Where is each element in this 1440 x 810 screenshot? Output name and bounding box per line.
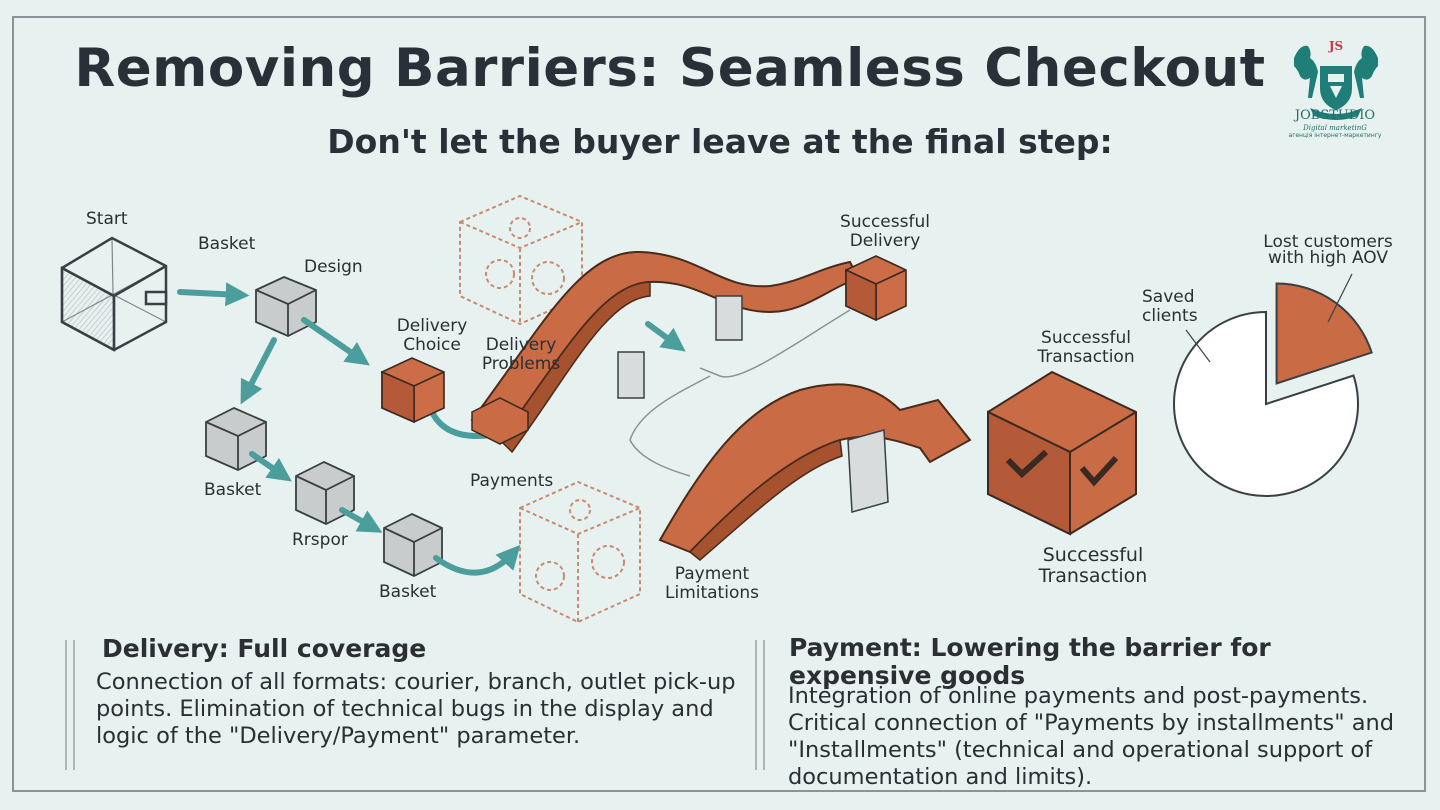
payment-section-bracket	[755, 640, 765, 770]
label-payments: Payments	[470, 471, 554, 491]
payment-body: Integration of online payments and post-…	[788, 683, 1395, 790]
delivery-heading: Delivery: Full coverage	[102, 634, 427, 663]
label-basket-bottom: Basket	[379, 582, 437, 602]
label-saved-clients: Saved clients	[1142, 287, 1198, 326]
label-delivery-choice: Delivery Choice	[396, 316, 468, 355]
logo-name: JOBSTUDIO	[1294, 108, 1376, 123]
pie-slice-lost-customers	[1275, 282, 1373, 385]
successful-delivery-cube	[845, 255, 907, 322]
label-successful-transaction-top: Successful Transaction	[1037, 328, 1135, 367]
label-basket-top: Basket	[198, 234, 256, 254]
monogram: JS	[1328, 39, 1343, 53]
label-basket-mid: Basket	[204, 480, 262, 500]
basket-top-cube	[255, 276, 317, 337]
saved-clients-leader	[1185, 329, 1211, 363]
label-rrspor: Rrspor	[292, 530, 348, 550]
gear-cube-payments	[519, 480, 641, 624]
delivery-bridge	[470, 250, 860, 454]
delivery-body: Connection of all formats: courier, bran…	[96, 669, 736, 749]
label-lost-customers: Lost customers with high AOV	[1263, 232, 1393, 268]
jobstudio-logo: JS	[1294, 39, 1378, 120]
horse-left-icon	[1294, 45, 1318, 98]
label-design: Design	[304, 257, 363, 277]
pie-slice-saved-clients	[1173, 310, 1359, 497]
slide-title: Removing Barriers: Seamless Checkout	[74, 38, 1266, 99]
label-delivery-problems: Delivery Problems	[481, 335, 561, 374]
flow-arrows	[177, 282, 686, 576]
logo-tagline: Digital marketinG	[1303, 124, 1367, 132]
check-icon	[1005, 449, 1049, 479]
label-successful-transaction-bottom: Successful Transaction	[1038, 544, 1148, 587]
basket-bottom-cube	[383, 513, 443, 577]
label-payment-limitations: Payment Limitations	[665, 564, 759, 603]
logo-tagline-ua: агенція інтернет-маркетингу	[1288, 132, 1382, 139]
successful-transaction-crate	[987, 370, 1137, 536]
horse-right-icon	[1354, 45, 1378, 98]
check-icon	[1079, 455, 1119, 487]
payment-heading: Payment: Lowering the barrier for expens…	[789, 633, 1271, 690]
slide-frame	[12, 16, 1426, 792]
slide-subtitle: Don't let the buyer leave at the final s…	[327, 122, 1113, 161]
start-cube	[60, 236, 168, 353]
delivery-section-bracket	[65, 640, 75, 770]
lost-customers-leader	[1327, 273, 1353, 323]
label-successful-delivery: Successful Delivery	[840, 212, 930, 251]
label-start: Start	[86, 209, 128, 229]
delivery-choice-cube	[381, 357, 445, 424]
payment-bridge	[658, 383, 972, 561]
guide-arrows	[629, 309, 851, 477]
